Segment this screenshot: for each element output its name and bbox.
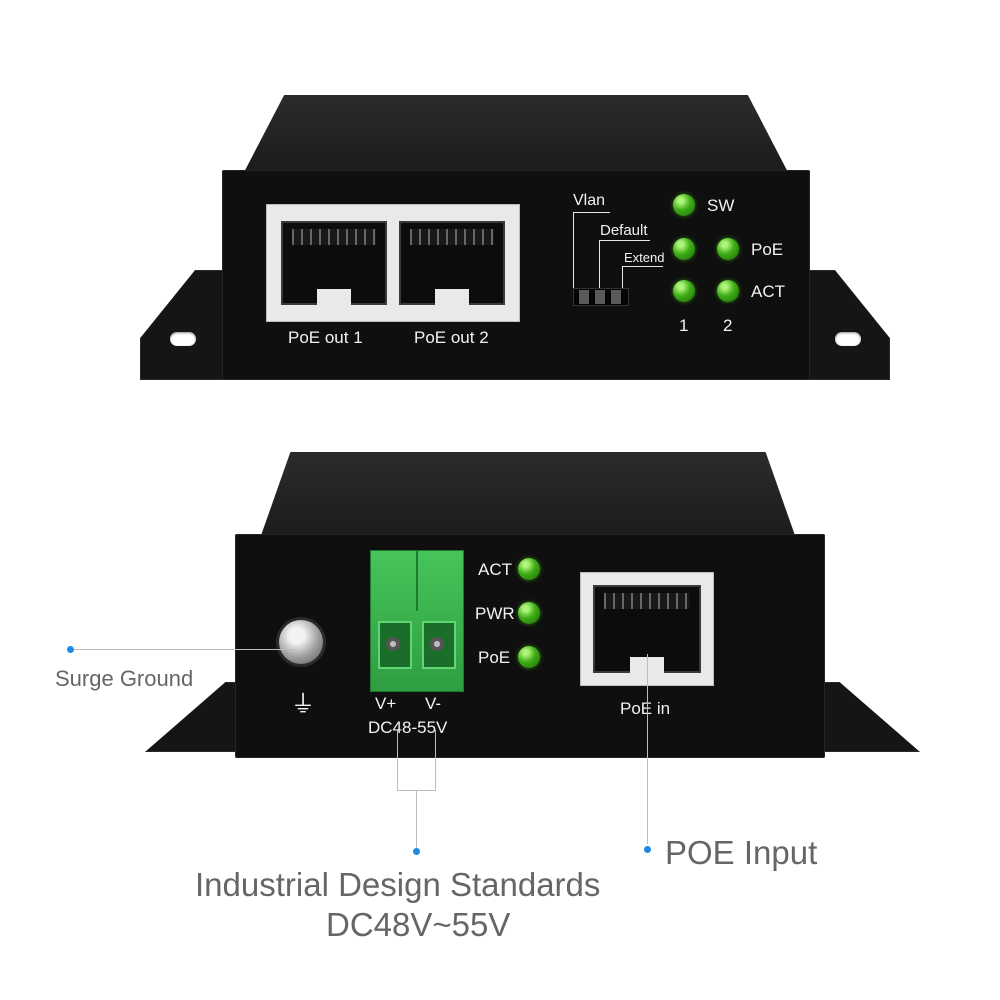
terminal-divider (416, 551, 418, 611)
port-latch (317, 289, 351, 305)
default-bracket (599, 240, 650, 291)
label-extend: Extend (624, 250, 665, 265)
label-act: ACT (478, 560, 512, 579)
ground-symbol-icon: ⏚ (291, 691, 315, 718)
led-act (518, 558, 540, 580)
mounting-hole (170, 332, 196, 346)
led-sw (673, 194, 695, 216)
bottom-device: ⏚ V+ V- DC48-55V ACT PWR PoE PoE i (140, 452, 925, 762)
rj45-port-out-2[interactable] (399, 221, 505, 305)
label-voltage: DC48-55V (368, 718, 448, 737)
top-device: PoE out 1 PoE out 2 Vlan Default Extend … (135, 95, 895, 395)
dip-knob[interactable] (611, 290, 621, 304)
label-poe-out-2: PoE out 2 (414, 328, 489, 347)
callout-dot-industrial (413, 848, 420, 855)
bracket-right (435, 730, 436, 790)
label-port-2: 2 (723, 316, 733, 335)
dip-knob[interactable] (579, 290, 589, 304)
top-plate (258, 452, 798, 544)
callout-industrial-line2: DC48V~55V (326, 906, 511, 943)
label-default: Default (600, 222, 648, 239)
led-poe-2 (717, 238, 739, 260)
label-poe: PoE (751, 240, 784, 259)
label-poe-out-1: PoE out 1 (288, 328, 363, 347)
port-pins (291, 229, 377, 245)
rj45-port-out-1[interactable] (281, 221, 387, 305)
top-plate (240, 95, 792, 180)
mounting-ear-left (140, 270, 235, 380)
terminal-screw (430, 637, 444, 651)
led-pwr (518, 602, 540, 624)
port-pins (603, 593, 691, 609)
terminal-screw (386, 637, 400, 651)
label-poe-in: PoE in (620, 699, 671, 718)
led-poe (518, 646, 540, 668)
port-frame (266, 204, 520, 322)
dip-switch[interactable] (573, 288, 629, 306)
label-poe: PoE (478, 648, 511, 667)
bracket-left (397, 730, 398, 790)
label-vlan: Vlan (573, 192, 606, 209)
port-pins (409, 229, 495, 245)
label-v-minus: V- (425, 694, 442, 713)
terminal-block[interactable] (370, 550, 464, 692)
dip-knob[interactable] (595, 290, 605, 304)
label-act: ACT (751, 282, 785, 301)
callout-line-poe-input (647, 654, 648, 844)
front-panel: PoE out 1 PoE out 2 Vlan Default Extend … (222, 170, 810, 380)
terminal-slot-v-minus[interactable] (422, 621, 456, 669)
led-act-1 (673, 280, 695, 302)
label-sw: SW (707, 196, 735, 215)
terminal-slot-v-plus[interactable] (378, 621, 412, 669)
mounting-hole (835, 332, 861, 346)
callout-line-surge-ground (74, 649, 298, 650)
extend-bracket (622, 266, 663, 291)
ground-screw[interactable] (279, 620, 323, 664)
label-pwr: PWR (475, 604, 515, 623)
callout-poe-input: POE Input (665, 834, 818, 871)
callout-dot-poe-input (644, 846, 651, 853)
callout-dot-surge-ground (67, 646, 74, 653)
led-poe-1 (673, 238, 695, 260)
label-v-plus: V+ (375, 694, 397, 713)
vlan-bracket (573, 212, 610, 291)
label-port-1: 1 (679, 316, 689, 335)
port-latch (435, 289, 469, 305)
rear-panel: ⏚ V+ V- DC48-55V ACT PWR PoE PoE i (235, 534, 825, 758)
callout-industrial-line1: Industrial Design Standards (195, 866, 601, 903)
led-act-2 (717, 280, 739, 302)
callout-surge-ground: Surge Ground (55, 666, 194, 691)
callout-line-industrial (416, 790, 417, 848)
